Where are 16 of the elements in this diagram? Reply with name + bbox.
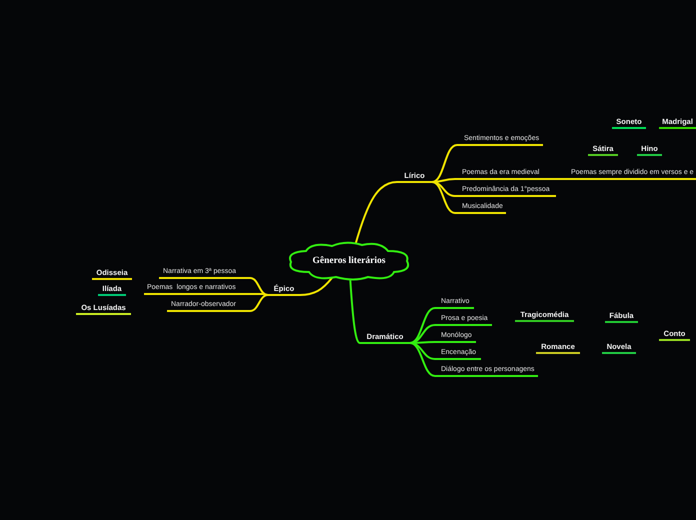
branch-line xyxy=(410,307,436,344)
branch-line xyxy=(432,178,456,183)
branch-line xyxy=(432,181,456,197)
branch-line xyxy=(354,181,398,244)
branch-line xyxy=(432,144,458,183)
branch-line xyxy=(410,342,436,360)
branch-line xyxy=(262,293,268,296)
branch-line xyxy=(549,178,562,180)
branch-line xyxy=(432,181,456,214)
branch-line xyxy=(410,342,436,377)
central-topic-text: Gêneros literários xyxy=(312,256,386,266)
branch-line xyxy=(250,294,268,312)
branch-line xyxy=(349,280,360,344)
branch-line xyxy=(250,277,268,296)
branch-line xyxy=(410,324,436,344)
branch-line xyxy=(300,277,333,296)
